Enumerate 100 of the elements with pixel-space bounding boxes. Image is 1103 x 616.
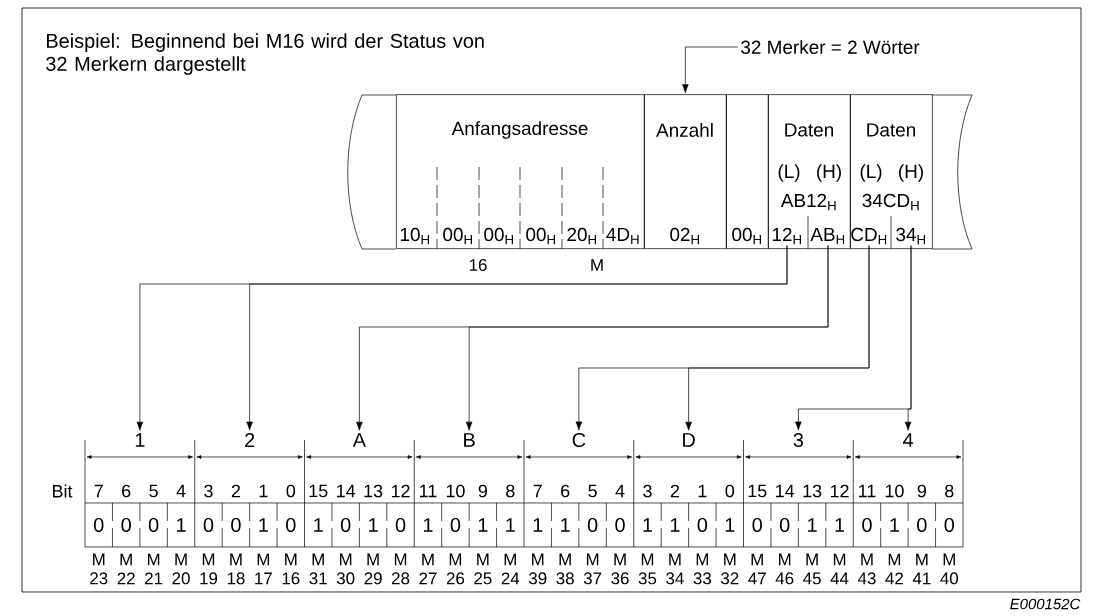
- nibble-label: 3: [793, 432, 804, 448]
- byte-caption: 16: [469, 259, 487, 271]
- bit-cell: 0: [587, 517, 598, 533]
- bit-cell: 1: [314, 518, 323, 532]
- annotation-text: 32 Merker = 2 Wörter: [741, 40, 920, 54]
- bit-cell: 1: [478, 518, 488, 532]
- marker-label: M 26: [446, 553, 465, 585]
- marker-label: M 32: [721, 553, 739, 585]
- bit-cell: 0: [286, 517, 296, 533]
- bit-cell: 0: [340, 517, 351, 533]
- bit-cell: 1: [835, 518, 845, 532]
- bit-number: 6: [122, 484, 131, 498]
- bit-number: 12: [830, 484, 849, 498]
- bit-cell: 1: [670, 518, 680, 532]
- bit-number: 6: [561, 484, 570, 498]
- marker-label: M 44: [830, 553, 849, 585]
- bit-number: 15: [309, 484, 328, 498]
- bit-cell: 1: [725, 518, 735, 532]
- arrow: [682, 46, 739, 94]
- nibble-label: D: [683, 433, 695, 447]
- bit-number: 14: [337, 484, 356, 498]
- bit-cell: 0: [231, 517, 241, 533]
- bit-number: 2: [670, 484, 679, 498]
- bit-number: 0: [286, 484, 296, 498]
- byte-value: CD$_{H}$: [851, 227, 887, 245]
- bit-number: 3: [204, 484, 213, 498]
- marker-label: M 16: [282, 553, 300, 585]
- message-field: 00$_{H}$: [726, 94, 769, 249]
- marker-label: M 34: [666, 553, 684, 585]
- bit-number: 0: [725, 484, 735, 498]
- title-text: Beispiel: Beginnend bei M16 wird der Status von 32 Merkern dargestellt: [46, 33, 484, 75]
- bit-number: 13: [803, 484, 822, 498]
- byte-caption: M: [591, 259, 603, 271]
- marker-label: M 46: [775, 553, 794, 585]
- marker-label: M 41: [912, 553, 931, 585]
- nibble-label: A: [352, 433, 366, 447]
- marker-label: M 35: [638, 553, 657, 585]
- bit-cell: 1: [506, 518, 515, 532]
- marker-label: M 17: [255, 553, 272, 585]
- bit-cell: 1: [369, 518, 378, 532]
- marker-label: M 40: [940, 553, 959, 585]
- marker-label: M 24: [501, 553, 520, 585]
- byte-value: 12$_{H}$: [772, 227, 801, 245]
- bit-cell: 1: [890, 518, 899, 532]
- nibble-label: C: [572, 432, 586, 448]
- marker-label: M 42: [885, 553, 903, 585]
- figure-id: E000152C: [1010, 598, 1081, 610]
- bit-number: 13: [364, 484, 383, 498]
- bit-number: 9: [478, 484, 487, 498]
- bit-number: 10: [446, 484, 465, 498]
- arrow: [904, 245, 912, 431]
- marker-label: M 43: [857, 553, 876, 585]
- marker-label: M 36: [611, 553, 629, 585]
- bit-cell: 0: [917, 517, 927, 533]
- marker-label: M 29: [364, 553, 382, 585]
- bit-cell: 1: [533, 518, 543, 532]
- bit-cell: 1: [177, 518, 186, 532]
- bit-cell: 0: [862, 517, 872, 533]
- marker-label: M 31: [309, 553, 327, 585]
- marker-label: M 45: [803, 553, 821, 585]
- bit-number: 8: [506, 484, 515, 498]
- marker-label: M 27: [419, 553, 437, 585]
- bit-cell: 0: [148, 517, 159, 533]
- marker-label: M 47: [748, 553, 766, 585]
- bit-cell: 1: [423, 518, 433, 532]
- bit-number: 9: [917, 484, 926, 498]
- bit-number: 7: [94, 484, 103, 498]
- nibble-label: 2: [245, 433, 255, 447]
- bit-number: 5: [588, 484, 597, 498]
- bit-cell: 0: [450, 517, 461, 533]
- bit-cell: 0: [779, 517, 790, 533]
- bit-number: 15: [748, 484, 767, 498]
- bit-number: 11: [859, 484, 876, 498]
- bit-cell: 0: [203, 517, 214, 533]
- bit-number: 11: [420, 484, 437, 498]
- bit-number: 4: [176, 484, 186, 498]
- nibble-label: 1: [135, 433, 145, 447]
- bit-cell: 0: [944, 517, 955, 533]
- bit-number: 1: [259, 484, 268, 498]
- bit-number: 5: [149, 484, 158, 498]
- marker-label: M 28: [392, 553, 410, 585]
- bit-number: 14: [776, 484, 795, 498]
- marker-label: M 25: [474, 553, 492, 585]
- marker-label: M 22: [117, 553, 135, 585]
- bit-number: 1: [698, 484, 707, 498]
- arrow: [465, 245, 829, 431]
- bit-cell: 0: [121, 517, 131, 533]
- marker-label: M 33: [693, 553, 711, 585]
- marker-label: M 20: [172, 553, 190, 585]
- marker-label: M 21: [145, 553, 163, 585]
- bit-cell: 1: [259, 518, 268, 532]
- marker-label: M 19: [200, 553, 218, 585]
- byte-value: 34$_{H}$: [896, 227, 925, 245]
- row-label: Bit: [53, 484, 73, 498]
- bit-cell: 0: [697, 517, 708, 533]
- bit-number: 12: [391, 484, 410, 498]
- bit-cell: 1: [808, 518, 817, 532]
- message-field: Anzahl 02$_{H}$: [644, 94, 727, 249]
- bit-number: 10: [885, 484, 904, 498]
- bit-cell: 1: [643, 518, 653, 532]
